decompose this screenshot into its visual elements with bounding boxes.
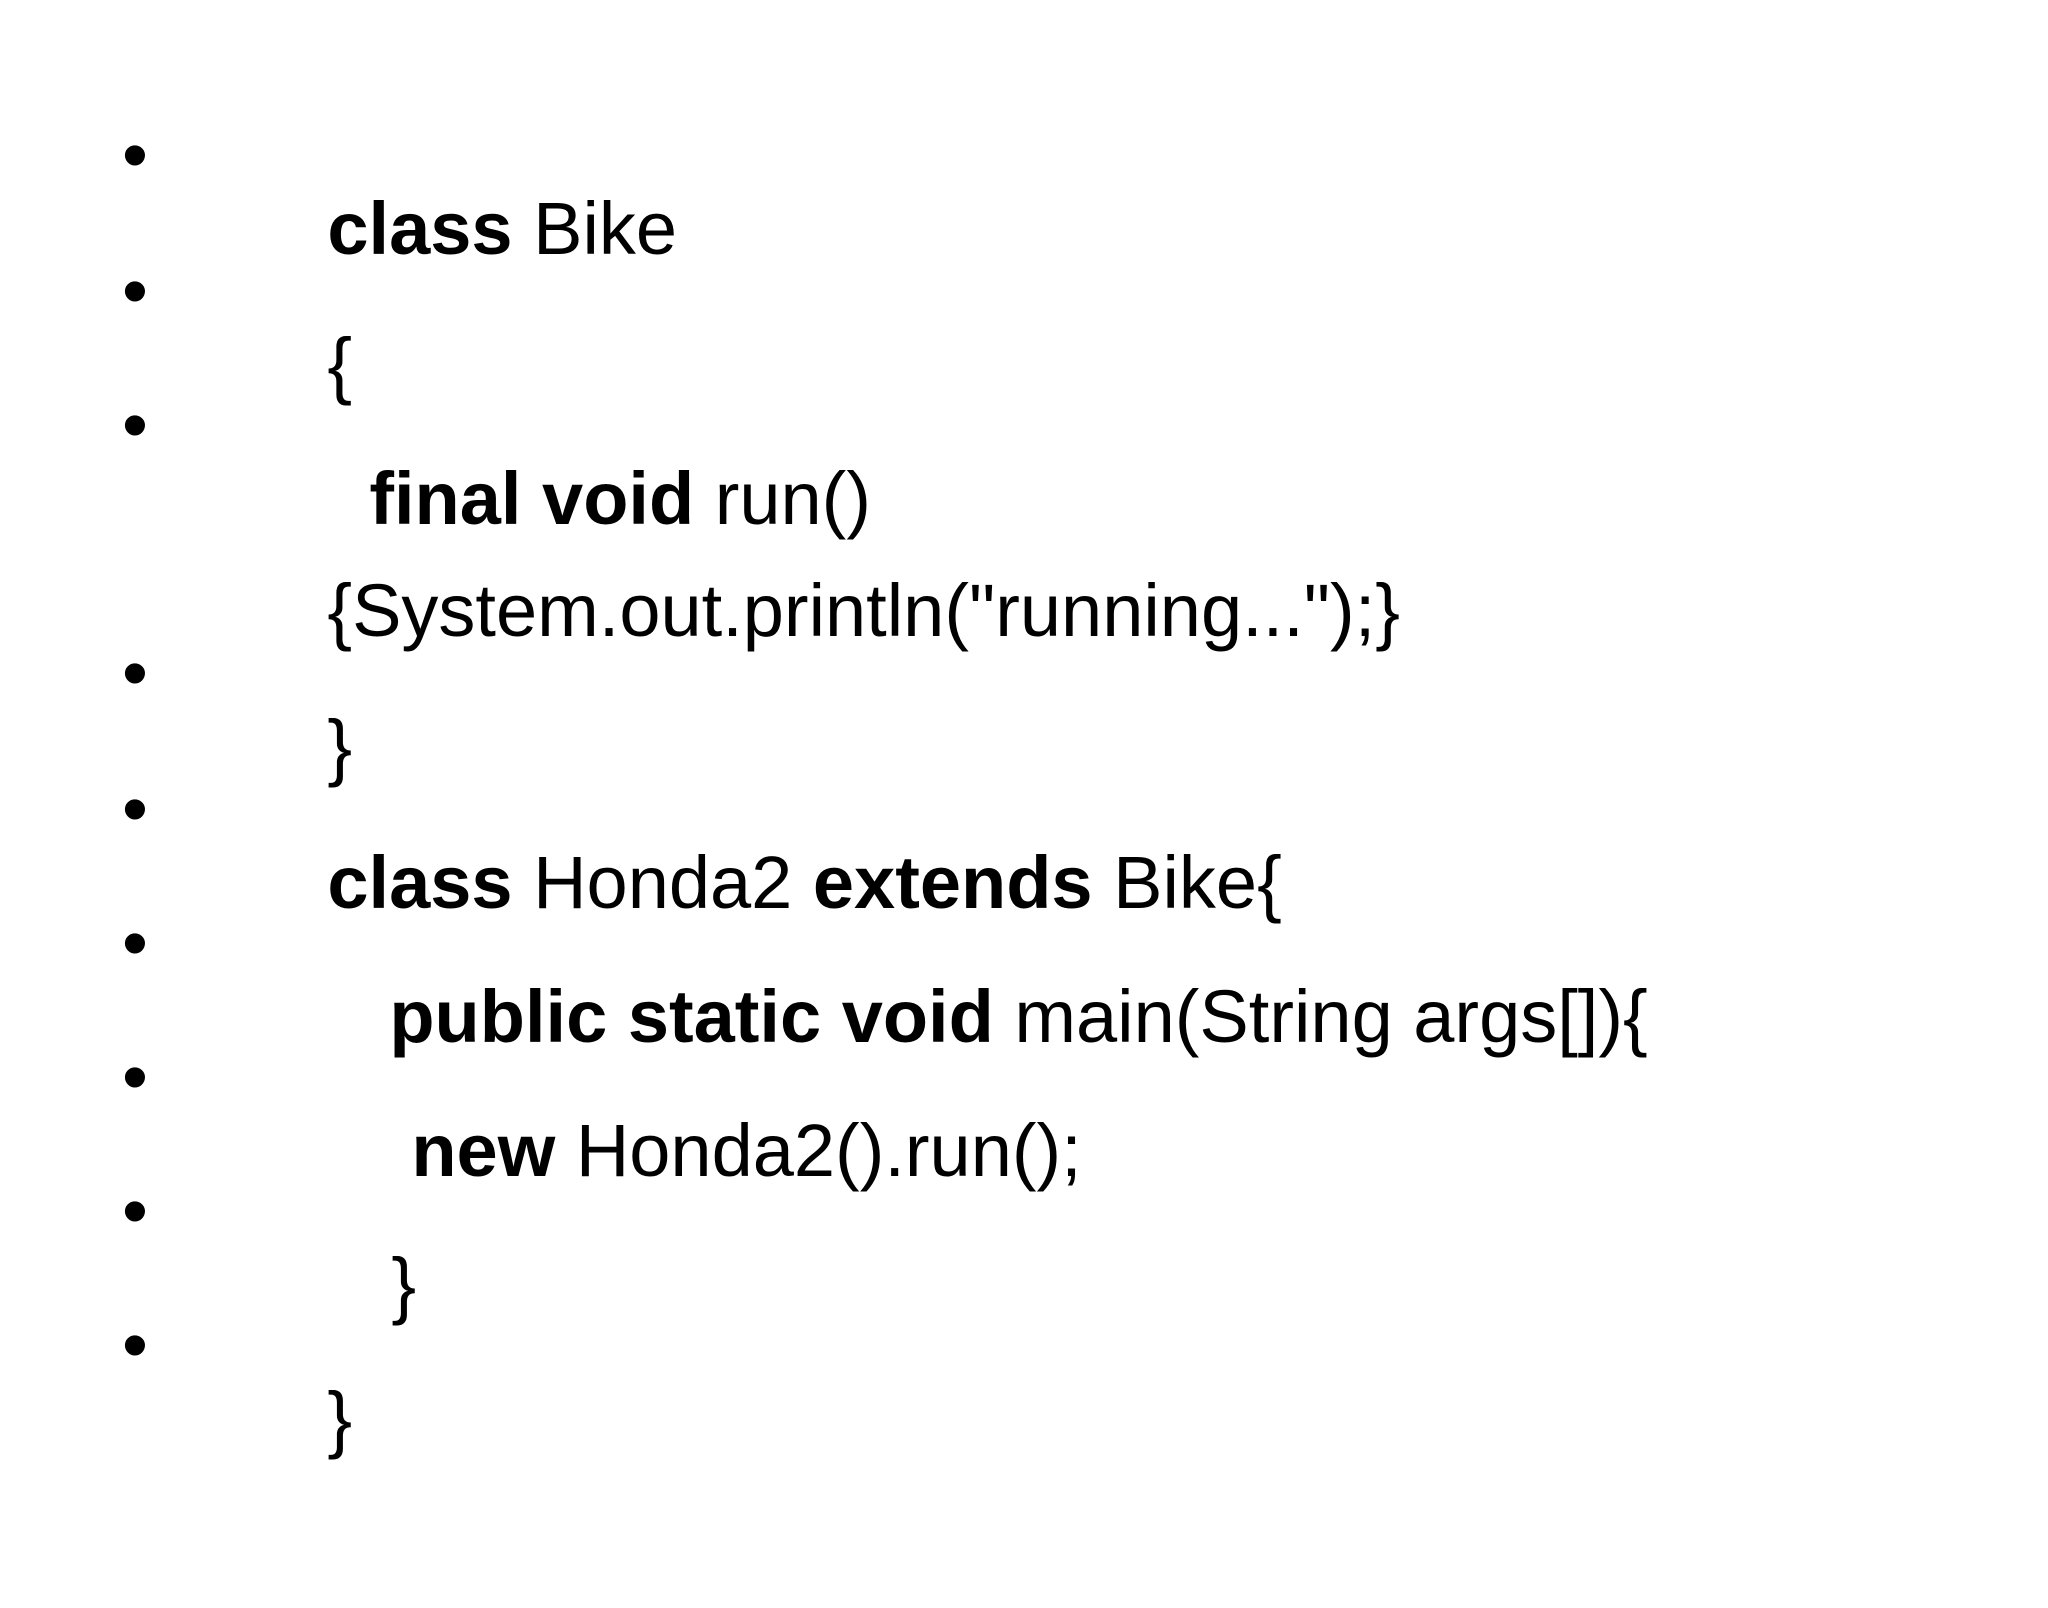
bullet: • <box>122 767 148 850</box>
code-text: new Honda2().run(); <box>288 1040 1082 1262</box>
code-text: { <box>204 254 352 476</box>
keyword: new <box>411 1109 556 1192</box>
bullet: • <box>122 1303 148 1386</box>
code-fragment: } <box>327 705 353 788</box>
code-line-new-honda2: • new Honda2().run(); <box>0 1040 2048 1336</box>
bullet: • <box>122 1035 148 1118</box>
code-fragment: Honda2().run(); <box>555 1109 1082 1192</box>
code-text: class Honda2 extends Bike{ <box>204 772 1282 994</box>
code-text: class Bike <box>204 118 677 340</box>
code-fragment: Bike{ <box>1092 841 1282 924</box>
code-line-open-brace: • { <box>0 254 2048 550</box>
bullet: • <box>122 631 148 714</box>
code-line-close-main: • } <box>0 1174 2048 1470</box>
code-fragment: run() <box>694 457 871 540</box>
code-text: final void run() <box>246 388 871 610</box>
code-text: {System.out.println("running...");} <box>204 500 1400 722</box>
keyword: public <box>389 975 608 1058</box>
bullet: • <box>122 249 148 332</box>
keyword: static <box>627 975 822 1058</box>
code-line-class-bike: • class Bike <box>0 118 2048 414</box>
bullet: • <box>122 113 148 196</box>
code-fragment: { <box>327 323 353 406</box>
code-line-final-void-run: • final void run() <box>0 388 2048 684</box>
keyword: final <box>369 457 522 540</box>
code-line-println: {System.out.println("running...");} <box>0 500 2048 722</box>
bullet: • <box>122 383 148 466</box>
keyword: extends <box>812 841 1093 924</box>
code-line-close-class: • } <box>0 1308 2048 1604</box>
code-fragment: } <box>327 1377 353 1460</box>
code-line-close-brace: • } <box>0 636 2048 932</box>
code-text: } <box>268 1174 416 1396</box>
code-line-class-honda2: • class Honda2 extends Bike{ <box>0 772 2048 1068</box>
code-text: public static void main(String args[]){ <box>266 906 1648 1128</box>
keyword: void <box>542 457 695 540</box>
code-fragment: Honda2 <box>512 841 813 924</box>
bullet: • <box>122 1169 148 1252</box>
keyword: class <box>327 187 513 270</box>
code-text: } <box>204 636 352 858</box>
code-fragment: Bike <box>512 187 678 270</box>
code-line-main: • public static void main(String args[])… <box>0 906 2048 1202</box>
keyword: class <box>327 841 513 924</box>
code-fragment: main(String args[]){ <box>993 975 1648 1058</box>
keyword: void <box>841 975 994 1058</box>
code-fragment: } <box>391 1243 417 1326</box>
code-text: } <box>204 1308 352 1530</box>
code-fragment: {System.out.println("running...");} <box>327 569 1400 652</box>
bullet: • <box>122 901 148 984</box>
slide: • class Bike • { • final void run() {Sys… <box>0 117 2048 1470</box>
